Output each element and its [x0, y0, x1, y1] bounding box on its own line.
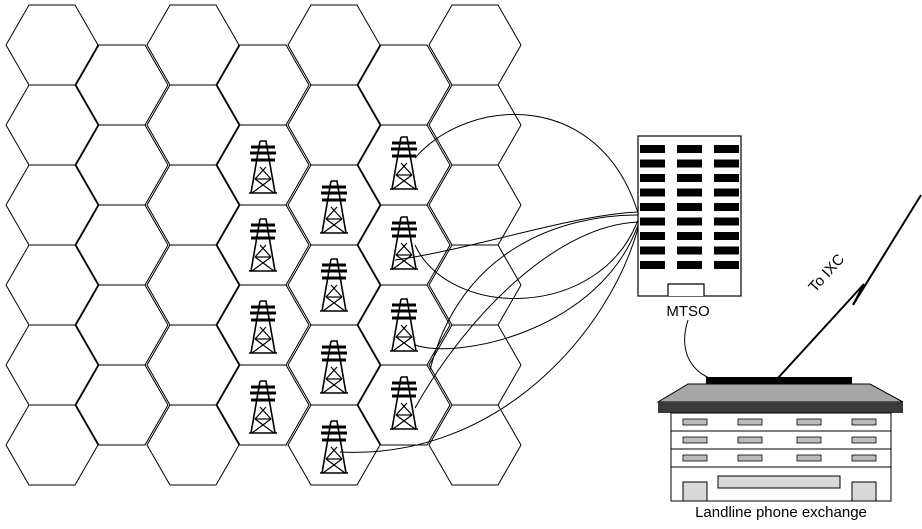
- exchange-window: [737, 454, 763, 462]
- hex-cell: [428, 404, 522, 486]
- mtso-window: [714, 174, 739, 182]
- exchange-window: [682, 418, 708, 426]
- mtso-window: [677, 261, 702, 269]
- hex-cell: [357, 364, 451, 446]
- landline-exchange-building: [656, 377, 904, 502]
- tower-mtso-link: [394, 211, 639, 261]
- exchange-window: [796, 436, 822, 444]
- mtso-window: [677, 174, 702, 182]
- cell-tower-icon: [318, 339, 350, 395]
- hex-cell: [5, 404, 99, 486]
- mtso-window: [714, 159, 739, 168]
- mtso-window: [677, 232, 702, 240]
- cell-tower-icon: [388, 135, 420, 191]
- ixc-label: To IXC: [805, 251, 848, 296]
- exchange-label: Landline phone exchange: [695, 504, 867, 521]
- mtso-window: [640, 145, 665, 153]
- exchange-window: [682, 454, 708, 462]
- exchange-window: [737, 418, 763, 426]
- mtso-window: [640, 246, 665, 255]
- cell-tower-icon: [247, 217, 279, 273]
- mtso-exchange-link: [684, 319, 761, 384]
- hex-cell-grid: [5, 4, 522, 486]
- exchange-window: [796, 418, 822, 426]
- mtso-window: [640, 217, 665, 226]
- mtso-label: MTSO: [666, 303, 709, 320]
- mtso-building: [637, 135, 742, 297]
- cell-tower-icon: [247, 299, 279, 355]
- tower-mtso-link: [429, 214, 639, 371]
- mtso-window: [714, 145, 739, 153]
- mtso-window: [640, 174, 665, 182]
- mtso-window: [677, 246, 702, 255]
- cell-tower-icon: [318, 257, 350, 313]
- mtso-window: [714, 217, 739, 226]
- hex-cell: [287, 404, 381, 486]
- tower-mtso-link: [414, 219, 639, 299]
- mtso-window: [714, 232, 739, 240]
- mtso-window: [714, 261, 739, 269]
- mtso-window: [640, 261, 665, 269]
- tower-links: [339, 113, 639, 453]
- cell-towers: [247, 135, 420, 475]
- exchange-window: [682, 436, 708, 444]
- mtso-window: [714, 188, 739, 197]
- tower-mtso-link: [414, 224, 639, 350]
- ixc-link-icon: [777, 194, 922, 379]
- mtso-window: [677, 203, 702, 211]
- exchange-window: [851, 436, 877, 444]
- mtso-window: [640, 232, 665, 240]
- exchange-window: [796, 454, 822, 462]
- hex-cell: [5, 244, 99, 326]
- exchange-window: [851, 454, 877, 462]
- exchange-window: [851, 418, 877, 426]
- mtso-window: [677, 188, 702, 197]
- mtso-window: [677, 159, 702, 168]
- mtso-window: [640, 203, 665, 211]
- hex-cell: [5, 324, 99, 406]
- mtso-window: [640, 188, 665, 197]
- hex-cell: [146, 404, 240, 486]
- cell-tower-icon: [388, 375, 420, 431]
- tower-mtso-link: [339, 227, 639, 453]
- hex-cell: [75, 364, 169, 446]
- mtso-window: [677, 217, 702, 226]
- hex-cell: [5, 84, 99, 166]
- hex-cell: [5, 164, 99, 246]
- hex-cell: [5, 4, 99, 86]
- tower-mtso-link: [414, 113, 639, 214]
- cell-tower-icon: [388, 215, 420, 271]
- mtso-window: [714, 246, 739, 255]
- mtso-window: [640, 159, 665, 168]
- hex-cell: [216, 364, 310, 446]
- mtso-window: [714, 203, 739, 211]
- cell-tower-icon: [388, 297, 420, 353]
- mtso-window: [677, 145, 702, 153]
- tower-mtso-link: [414, 221, 639, 409]
- exchange-window: [737, 436, 763, 444]
- cell-tower-icon: [247, 139, 279, 195]
- cell-tower-icon: [247, 379, 279, 435]
- cell-tower-icon: [318, 179, 350, 235]
- cell-tower-icon: [318, 419, 350, 475]
